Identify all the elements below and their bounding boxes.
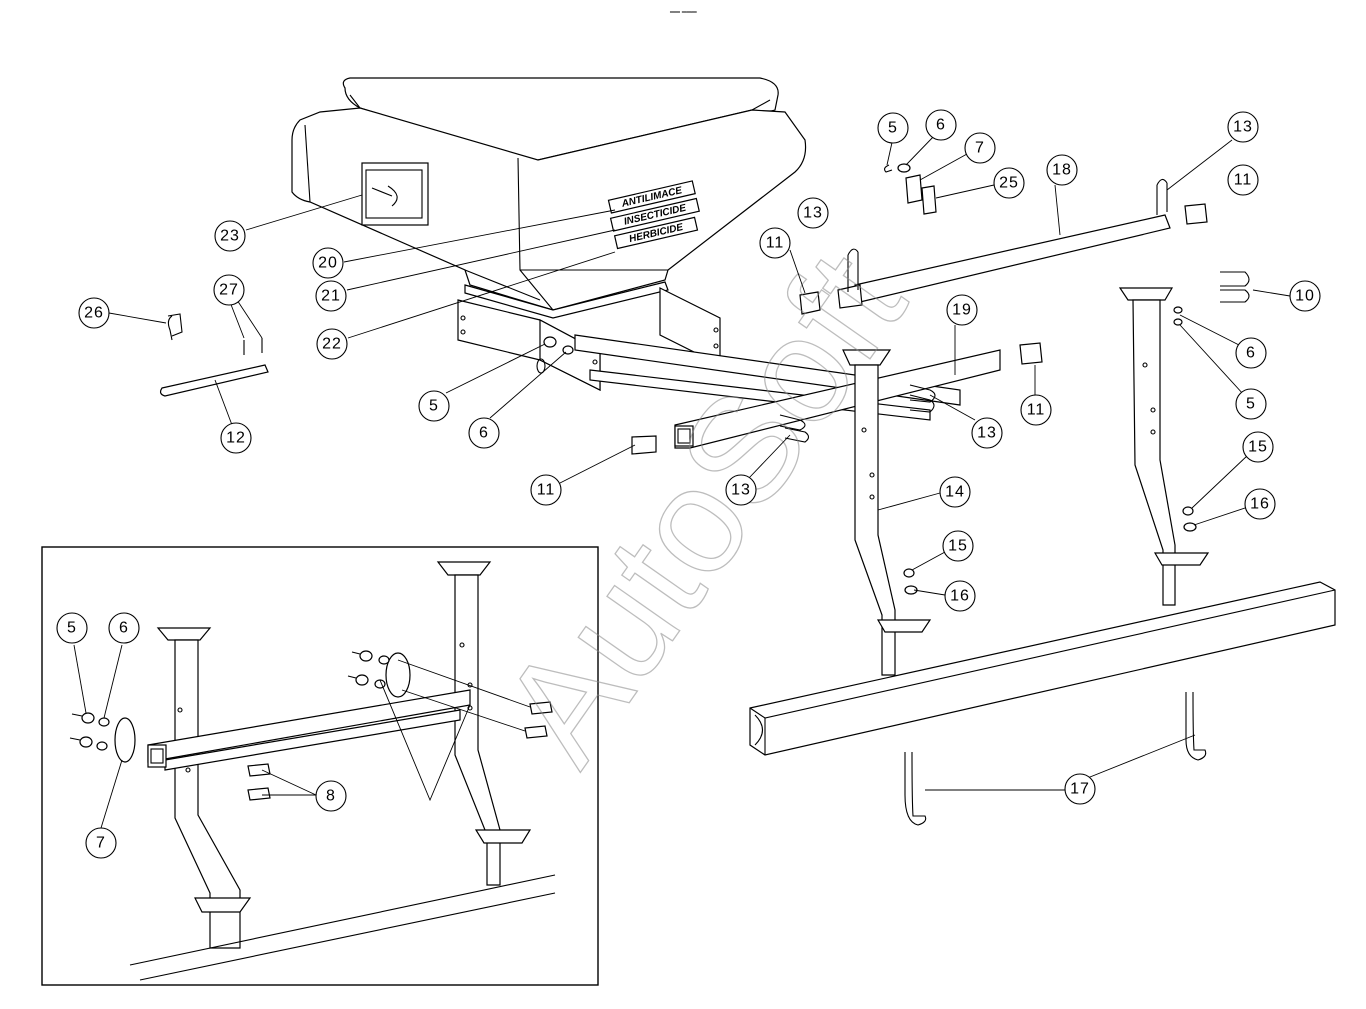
small-hardware bbox=[543, 163, 1197, 595]
svg-text:13: 13 bbox=[803, 205, 823, 222]
svg-text:6: 6 bbox=[1246, 345, 1256, 362]
svg-text:11: 11 bbox=[1027, 402, 1046, 419]
callout-15-right: 15 bbox=[1242, 431, 1274, 463]
svg-text:19: 19 bbox=[952, 302, 972, 319]
svg-text:23: 23 bbox=[220, 228, 240, 245]
svg-text:16: 16 bbox=[1250, 496, 1270, 513]
svg-text:6: 6 bbox=[479, 425, 489, 442]
callout-19: 19 bbox=[946, 294, 978, 326]
callout-16-left: 16 bbox=[944, 580, 976, 612]
callout-12: 12 bbox=[220, 422, 252, 454]
callout-15-left: 15 bbox=[942, 530, 974, 562]
end-caps bbox=[631, 203, 1208, 455]
callout-16-right: 16 bbox=[1244, 488, 1276, 520]
svg-text:7: 7 bbox=[96, 835, 106, 852]
header-mark: ══ ═══ bbox=[669, 9, 697, 16]
detail-inset bbox=[41, 546, 599, 986]
callout-26: 26 bbox=[78, 297, 110, 329]
u-bolts bbox=[779, 178, 1250, 443]
callout-13-middle: 13 bbox=[971, 417, 1003, 449]
svg-text:6: 6 bbox=[936, 117, 946, 134]
inset-callout-5: 5 bbox=[56, 612, 88, 644]
toolbar-beam bbox=[749, 581, 1336, 756]
callout-6-hardware: 6 bbox=[925, 109, 957, 141]
callout-17: 17 bbox=[1064, 773, 1096, 805]
callout-22: 22 bbox=[316, 328, 348, 360]
callout-10: 10 bbox=[1289, 280, 1321, 312]
svg-text:7: 7 bbox=[975, 140, 985, 157]
svg-text:26: 26 bbox=[84, 305, 104, 322]
svg-text:10: 10 bbox=[1295, 288, 1315, 305]
svg-text:5: 5 bbox=[67, 620, 77, 637]
callout-27: 27 bbox=[213, 274, 245, 306]
hopper: ANTILIMACE INSECTICIDE HERBICIDE bbox=[291, 77, 807, 319]
svg-text:22: 22 bbox=[322, 336, 342, 353]
callout-11-upper: 11 bbox=[759, 227, 791, 259]
svg-text:11: 11 bbox=[1234, 172, 1253, 189]
svg-text:14: 14 bbox=[945, 484, 965, 501]
svg-text:20: 20 bbox=[318, 255, 338, 272]
callout-5-hardware: 5 bbox=[877, 112, 909, 144]
hopper-mount-bracket bbox=[457, 287, 721, 391]
callout-13-right: 13 bbox=[1227, 111, 1259, 143]
callout-5-right: 5 bbox=[1235, 388, 1267, 420]
svg-text:15: 15 bbox=[948, 538, 968, 555]
svg-text:6: 6 bbox=[119, 620, 129, 637]
callout-21: 21 bbox=[315, 280, 347, 312]
svg-text:11: 11 bbox=[537, 482, 556, 499]
svg-text:5: 5 bbox=[429, 398, 439, 415]
svg-text:13: 13 bbox=[977, 425, 997, 442]
callout-5-left: 5 bbox=[418, 390, 450, 422]
callout-18: 18 bbox=[1046, 154, 1078, 186]
callout-23: 23 bbox=[214, 220, 246, 252]
svg-text:25: 25 bbox=[999, 175, 1019, 192]
svg-text:11: 11 bbox=[766, 235, 785, 252]
callout-20: 20 bbox=[312, 247, 344, 279]
callout-11-middle: 11 bbox=[1020, 394, 1052, 426]
svg-text:5: 5 bbox=[888, 120, 898, 137]
inset-callout-7: 7 bbox=[85, 827, 117, 859]
svg-text:13: 13 bbox=[731, 482, 751, 499]
svg-text:8: 8 bbox=[326, 788, 336, 805]
callout-14: 14 bbox=[939, 476, 971, 508]
svg-text:21: 21 bbox=[321, 288, 341, 305]
callout-25: 25 bbox=[993, 167, 1025, 199]
j-bolts bbox=[904, 691, 1207, 826]
callout-13-lower: 13 bbox=[725, 474, 757, 506]
svg-text:15: 15 bbox=[1248, 439, 1268, 456]
callout-7-hardware: 7 bbox=[964, 132, 996, 164]
svg-text:16: 16 bbox=[950, 588, 970, 605]
callout-11-lower: 11 bbox=[530, 474, 562, 506]
svg-text:12: 12 bbox=[226, 430, 246, 447]
leader-lines bbox=[73, 134, 1291, 829]
svg-text:13: 13 bbox=[1233, 119, 1253, 136]
svg-text:27: 27 bbox=[219, 282, 239, 299]
callout-6-left: 6 bbox=[468, 417, 500, 449]
inset-callout-8: 8 bbox=[315, 780, 347, 812]
callout-13-upper: 13 bbox=[797, 197, 829, 229]
svg-text:17: 17 bbox=[1070, 781, 1090, 798]
svg-text:5: 5 bbox=[1246, 396, 1256, 413]
callout-6-right: 6 bbox=[1235, 337, 1267, 369]
callouts: 5 6 7 25 13 18 11 13 11 19 10 6 5 23 20 … bbox=[56, 109, 1321, 859]
callout-11-right: 11 bbox=[1227, 164, 1259, 196]
hitch-pin bbox=[159, 313, 269, 397]
inset-callout-6: 6 bbox=[108, 612, 140, 644]
svg-text:18: 18 bbox=[1052, 162, 1072, 179]
uprights bbox=[842, 287, 1210, 676]
